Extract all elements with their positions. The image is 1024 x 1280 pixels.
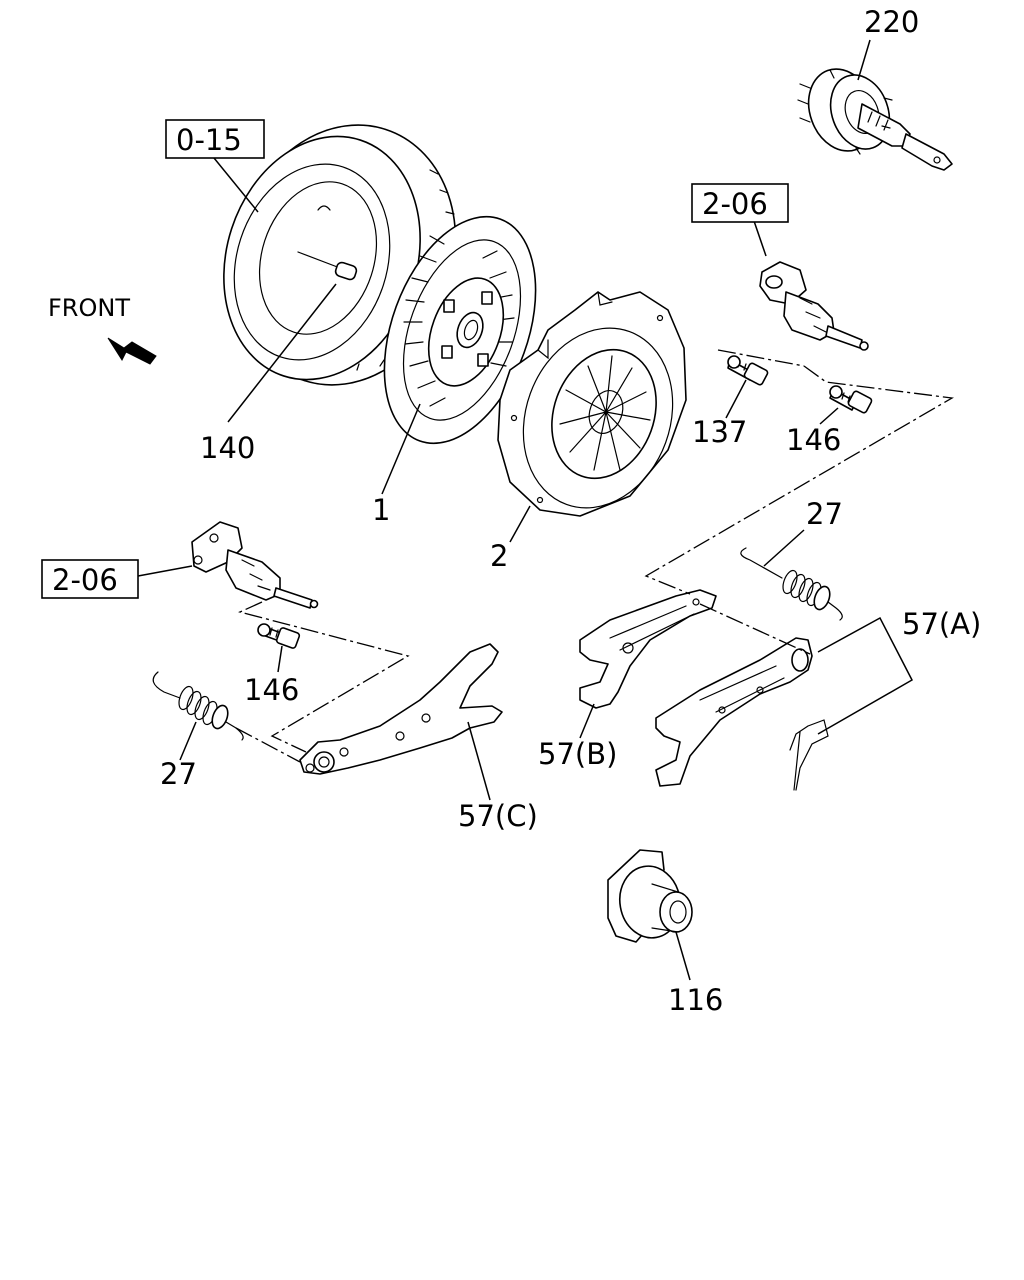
ref-box-0-15[interactable]: 0-15 — [165, 119, 265, 159]
return-spring-left — [152, 671, 244, 741]
callout-57a: 57(A) — [902, 607, 981, 641]
slave-cylinder-upper — [759, 261, 869, 351]
bolt-146-left — [257, 623, 301, 649]
ref-label: 0-15 — [176, 123, 242, 157]
callout-140: 140 — [200, 431, 255, 465]
release-fork-57a — [655, 637, 813, 787]
callout-57c: 57(C) — [458, 799, 538, 833]
bolt-146-right — [829, 385, 873, 414]
ref-label: 2-06 — [52, 563, 118, 597]
return-spring-right — [740, 547, 843, 621]
release-fork-57c — [299, 643, 503, 775]
ref-label: 2-06 — [702, 187, 768, 221]
callout-27-right: 27 — [806, 497, 843, 531]
pressure-plate — [497, 291, 687, 517]
release-bearing-116 — [607, 849, 693, 943]
callout-2: 2 — [490, 539, 508, 573]
slave-cylinder-lower — [191, 521, 319, 609]
callout-146-right: 146 — [786, 423, 841, 457]
callout-220: 220 — [864, 5, 919, 39]
clutch-disc — [383, 215, 537, 445]
front-label: FRONT — [48, 294, 130, 322]
assembly-lines — [235, 349, 954, 763]
front-arrow-icon — [107, 337, 157, 365]
callout-1: 1 — [372, 493, 390, 527]
callout-57b: 57(B) — [538, 737, 617, 771]
callout-116: 116 — [668, 983, 723, 1017]
callout-27-left: 27 — [160, 757, 197, 791]
bolt-137 — [727, 355, 769, 386]
callout-137: 137 — [692, 415, 747, 449]
clutch-booster-220 — [797, 68, 953, 171]
retaining-clip — [789, 719, 829, 791]
ref-box-2-06-lower[interactable]: 2-06 — [41, 559, 139, 599]
release-fork-57b — [579, 589, 717, 709]
leader-lines — [137, 39, 913, 981]
callout-146-left: 146 — [244, 673, 299, 707]
ref-box-2-06-upper[interactable]: 2-06 — [691, 183, 789, 223]
